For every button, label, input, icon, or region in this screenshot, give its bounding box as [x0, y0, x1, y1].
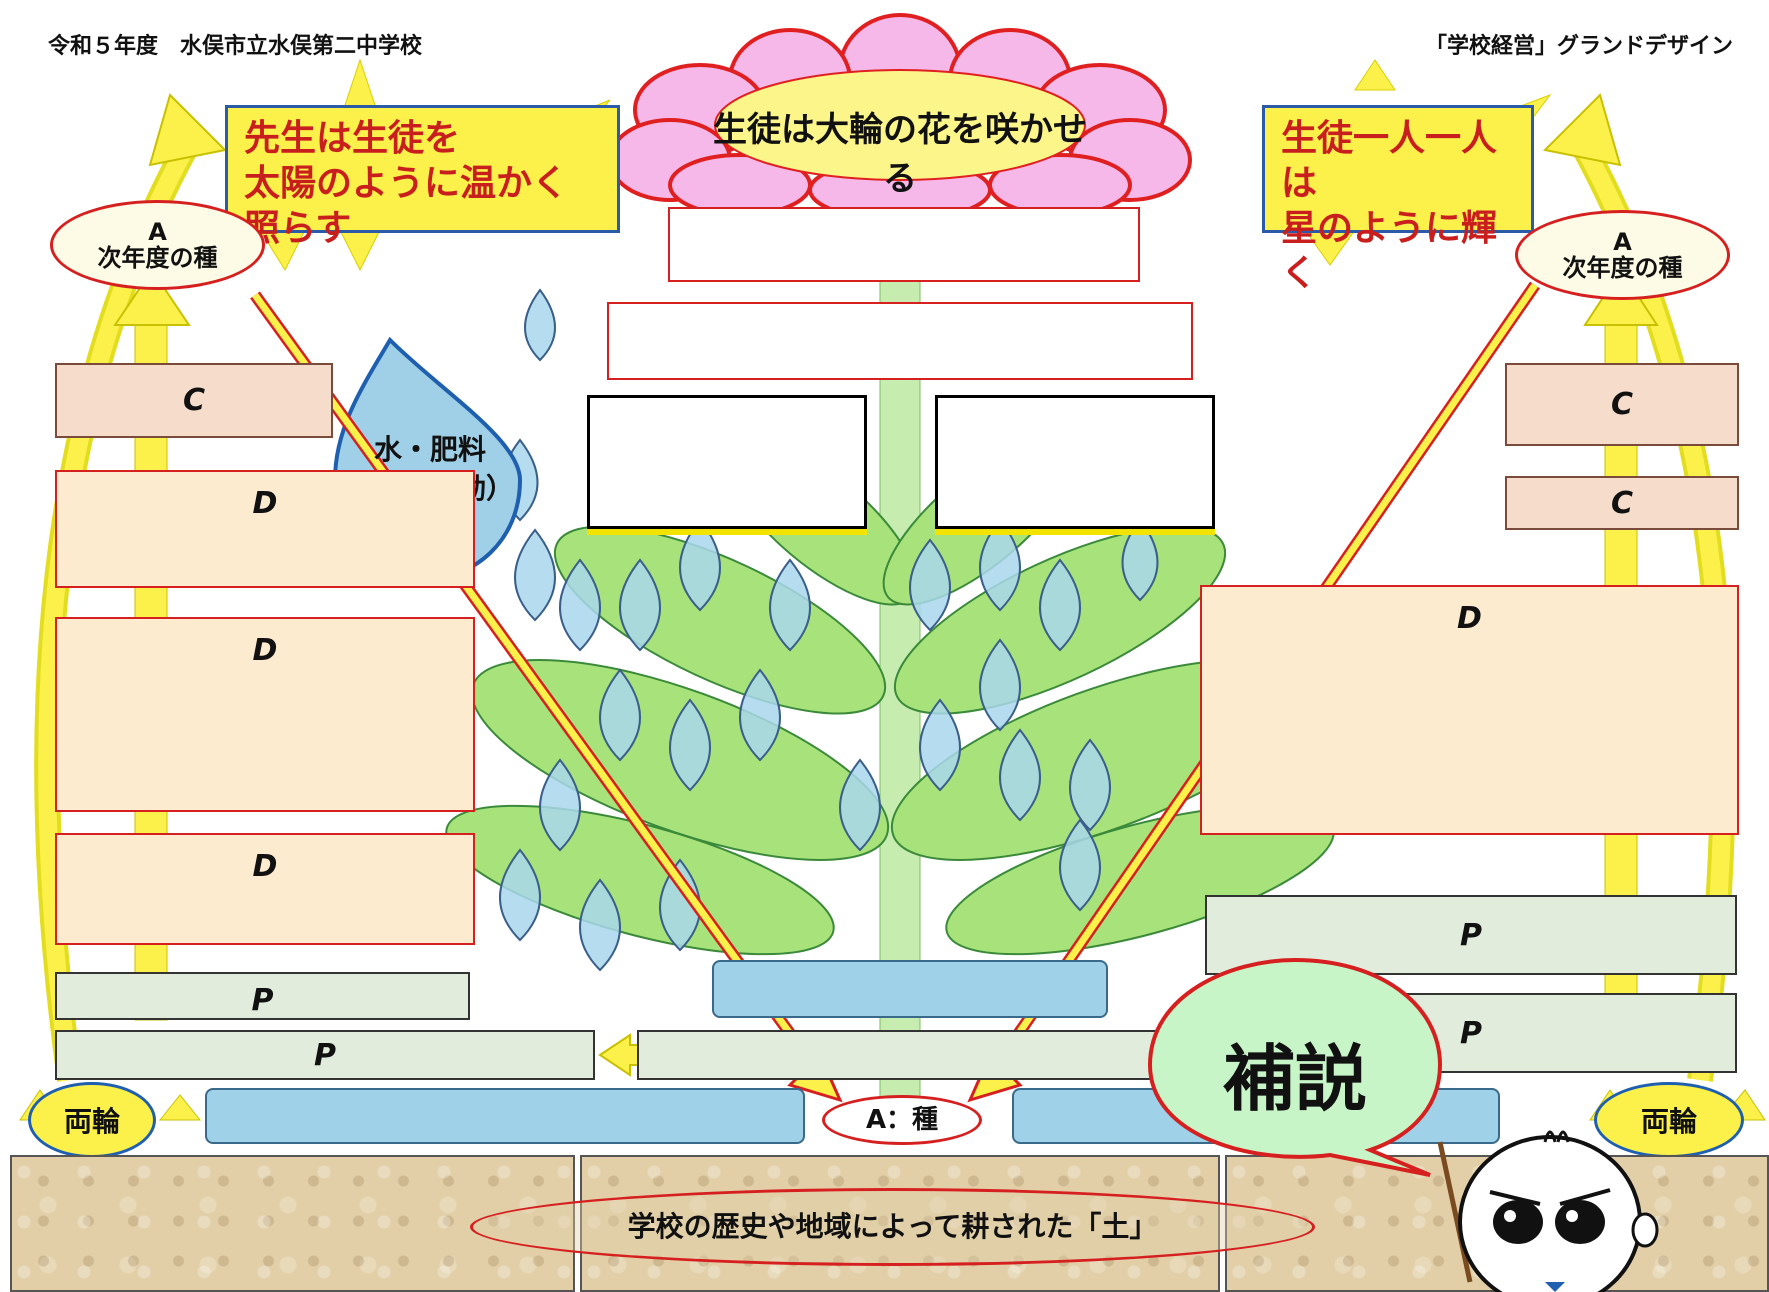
design-title: 「学校経営」グランドデザイン [1424, 34, 1733, 59]
goal-box-top [668, 207, 1140, 282]
center-seed: A：種 [822, 1095, 982, 1145]
left-do-box-3: D [55, 833, 475, 945]
goal-box-right [935, 395, 1215, 529]
left-plan-box-1: P [55, 972, 470, 1020]
water-bar-left [205, 1088, 805, 1144]
teacher-sign-line1: 先生は生徒を [244, 118, 461, 159]
left-do-box-2: D [55, 617, 475, 812]
right-wheel-badge: 両輪 [1594, 1082, 1744, 1158]
right-seed-label: 次年度の種 [1562, 254, 1683, 282]
speech-bubble-shape [1147, 957, 1443, 1177]
right-seed-letter: A [1613, 227, 1632, 256]
left-seed-letter: A [148, 217, 167, 246]
school-title: 令和５年度 水俣市立水俣第二中学校 [48, 34, 423, 59]
right-check-box-2: C [1505, 476, 1739, 530]
goal-box-wide [607, 302, 1193, 380]
left-next-year-seed: A 次年度の種 [50, 200, 265, 290]
right-next-year-seed: A 次年度の種 [1515, 210, 1730, 300]
right-do-box: D [1200, 585, 1739, 835]
center-plan-box [637, 1030, 1157, 1080]
right-check-box-1: C [1505, 363, 1739, 446]
student-sign-line2: 星のように輝く [1281, 208, 1498, 294]
teacher-sign-line2: 太陽のように温かく照らす [244, 163, 569, 249]
water-bar-center [712, 960, 1108, 1018]
left-seed-label: 次年度の種 [97, 244, 218, 272]
goal-box-left [587, 395, 867, 529]
supplement-bubble[interactable]: 補説 [1222, 1037, 1367, 1121]
soil-label: 学校の歴史や地域によって耕された「土」 [470, 1188, 1315, 1266]
left-check-box: C [55, 363, 333, 438]
student-sign-line1: 生徒一人一人は [1281, 118, 1498, 204]
teacher-sun-sign: 先生は生徒を 太陽のように温かく照らす [225, 105, 620, 249]
flower-label: 生徒は大輪の花を咲かせる [713, 110, 1087, 199]
teacher-character [1437, 1130, 1659, 1292]
left-plan-box-2: P [55, 1030, 595, 1080]
left-do-box-1: D [55, 470, 475, 588]
student-star-sign: 生徒一人一人は 星のように輝く [1262, 105, 1534, 294]
left-wheel-badge: 両輪 [28, 1082, 156, 1158]
arc-arrowhead-right [1542, 93, 1622, 167]
water-line1: 水・肥料 [373, 433, 486, 466]
arc-arrowhead-left [148, 93, 228, 167]
arrow-up-left [113, 268, 191, 326]
